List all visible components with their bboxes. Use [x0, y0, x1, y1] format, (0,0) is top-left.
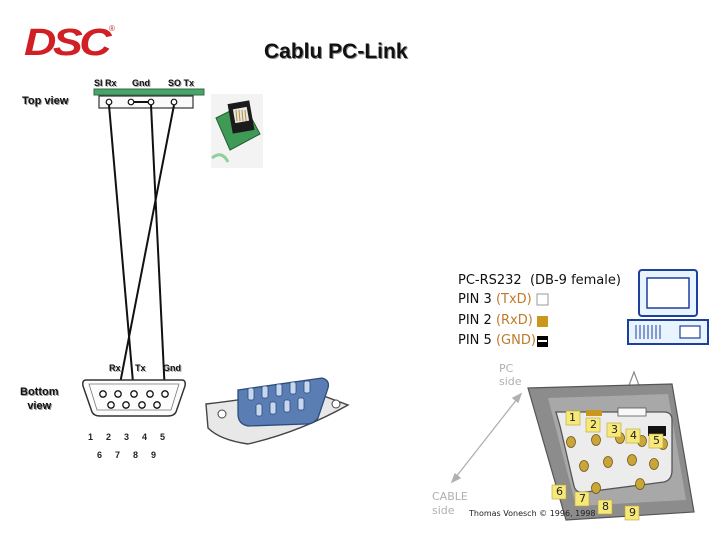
rs232-row-rxd: PIN 2 (RxD) [458, 313, 533, 328]
top-pin-label-si-rx: SI Rx [94, 78, 117, 88]
computer-icon [627, 269, 709, 345]
rxd-swatch [537, 316, 548, 327]
top-pin-3 [147, 98, 155, 106]
rs232-row-gnd: PIN 5 (GND) [458, 333, 536, 348]
db9-num-1: 1 [569, 411, 576, 424]
rs232-row-txd: PIN 3 (TxD) [458, 292, 532, 307]
db9-female-illustration [527, 383, 695, 521]
cable-side-label: CABLE side [432, 490, 468, 518]
top-pin-label-gnd: Gnd [132, 78, 150, 88]
registered-mark: ® [109, 24, 115, 33]
db9-num-7: 7 [579, 492, 586, 505]
pc-side-label: PC side [499, 362, 522, 388]
rs232-heading: PC-RS232 (DB-9 female) [458, 273, 621, 288]
pin-number-3: 3 [124, 432, 130, 442]
pin-number-4: 4 [142, 432, 148, 442]
pin-number-6: 6 [97, 450, 103, 460]
wires [108, 104, 175, 395]
db9-num-3: 3 [611, 423, 618, 436]
pin-number-7: 7 [115, 450, 121, 460]
pin-number-5: 5 [160, 432, 166, 442]
pc-side-line2: side [499, 375, 522, 388]
cable-side-line1: CABLE [432, 490, 468, 503]
rs232-pin-5: PIN 5 [458, 333, 492, 348]
db9-num-9: 9 [629, 506, 636, 519]
bottom-db9-face [82, 379, 186, 417]
db9-num-5: 5 [653, 434, 660, 447]
pin-number-2: 2 [106, 432, 112, 442]
bottom-view-label: Bottom view [20, 385, 59, 413]
page-title: Cablu PC-Link [264, 40, 408, 63]
diagonal-arrow-icon [450, 392, 523, 484]
pin-number-9: 9 [151, 450, 157, 460]
rs232-signal-gnd: (GND) [495, 333, 536, 348]
top-pin-label-so-tx: SO Tx [168, 78, 195, 88]
top-view-label: Top view [22, 95, 69, 107]
db9-num-8: 8 [602, 500, 609, 513]
top-pin-2 [127, 98, 135, 106]
pc-side-line1: PC [499, 362, 514, 375]
wire-gnd [150, 104, 166, 395]
wire-si-rx [108, 104, 135, 395]
bottom-pin-label-tx: Tx [135, 363, 146, 373]
pin-number-8: 8 [133, 450, 139, 460]
db9-male-photo [205, 377, 350, 445]
bottom-pin-label-gnd: Gnd [163, 363, 181, 373]
bottom-view-label-line1: Bottom [20, 386, 59, 398]
db9-num-2: 2 [590, 418, 597, 431]
bottom-view-label-line2: view [27, 400, 52, 412]
rs232-pin-2: PIN 2 [458, 313, 492, 328]
top-connector [93, 88, 205, 109]
db9-num-4: 4 [630, 429, 637, 442]
rs232-pin-3: PIN 3 [458, 292, 492, 307]
wire-so-tx [117, 104, 175, 395]
top-pin-4 [170, 98, 178, 106]
db9-num-6: 6 [556, 485, 563, 498]
cable-side-line2: side [432, 504, 455, 517]
rj-connector-photo [211, 94, 263, 168]
copyright-text: Thomas Vonesch © 1996, 1998 [469, 509, 596, 518]
rs232-signal-txd: (TxD) [495, 292, 532, 307]
pin-number-1: 1 [88, 432, 94, 442]
dsc-logo: DSC [24, 22, 112, 64]
top-pin-1 [105, 98, 113, 106]
rs232-signal-rxd: (RxD) [495, 313, 533, 328]
bottom-pin-label-rx: Rx [109, 363, 121, 373]
txd-swatch [536, 293, 549, 306]
